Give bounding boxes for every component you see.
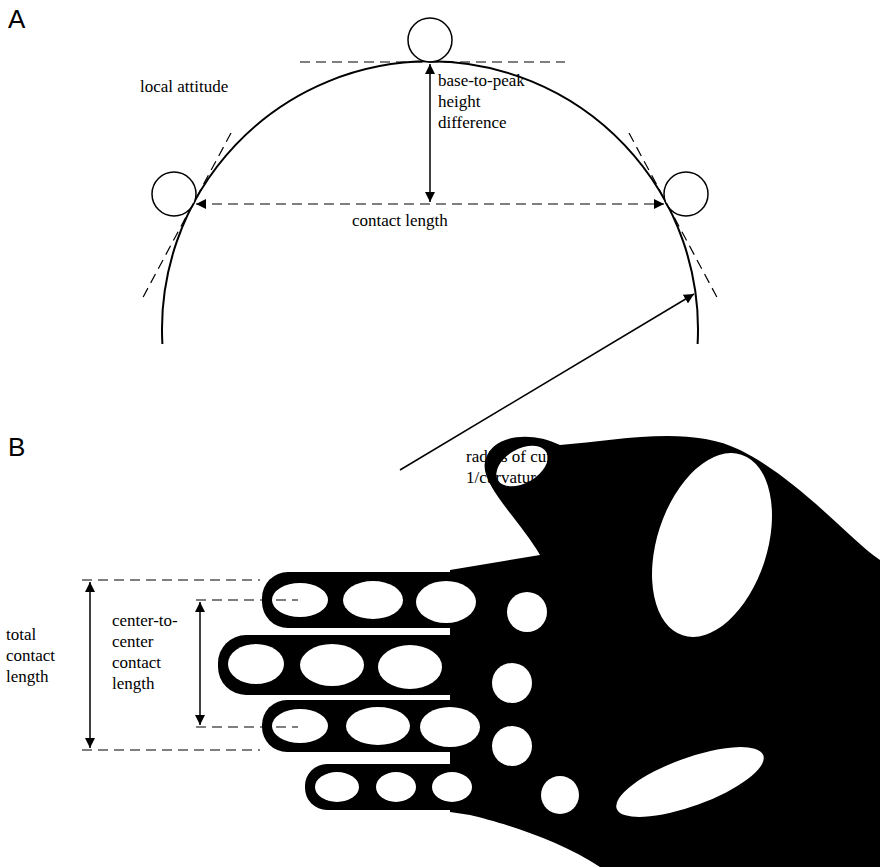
- palm: [450, 436, 880, 867]
- ring-finger: [262, 700, 492, 752]
- tangent-line: [141, 133, 231, 301]
- middle-finger: [218, 635, 492, 695]
- height-arrow: [429, 64, 431, 202]
- tangent-line: [629, 133, 719, 301]
- contact-length-label: contact length: [352, 210, 482, 231]
- contact-areas: [228, 437, 794, 831]
- hand-silhouette: [218, 436, 880, 867]
- contact-length-arrow: [196, 203, 664, 204]
- measurement-brackets: [82, 580, 298, 750]
- panel-letter: A: [8, 4, 48, 34]
- total-length-label: total contact length: [6, 624, 84, 687]
- tangent-line: [300, 61, 565, 62]
- attitude-label: local attitude: [140, 76, 260, 97]
- curvature-panel: [141, 18, 719, 470]
- center-length-arrow: [199, 602, 201, 725]
- height-label: base-to-peak height difference: [438, 70, 538, 133]
- panel-letter: B: [8, 432, 48, 462]
- total-length-arrow: [89, 582, 91, 748]
- surface-arc: [162, 61, 698, 344]
- radius-label: radius of curvature = 1/curvature: [466, 446, 641, 488]
- probe-circle: [408, 18, 452, 62]
- little-finger: [305, 764, 492, 810]
- center-length-label: center-to-center contact length: [112, 610, 182, 694]
